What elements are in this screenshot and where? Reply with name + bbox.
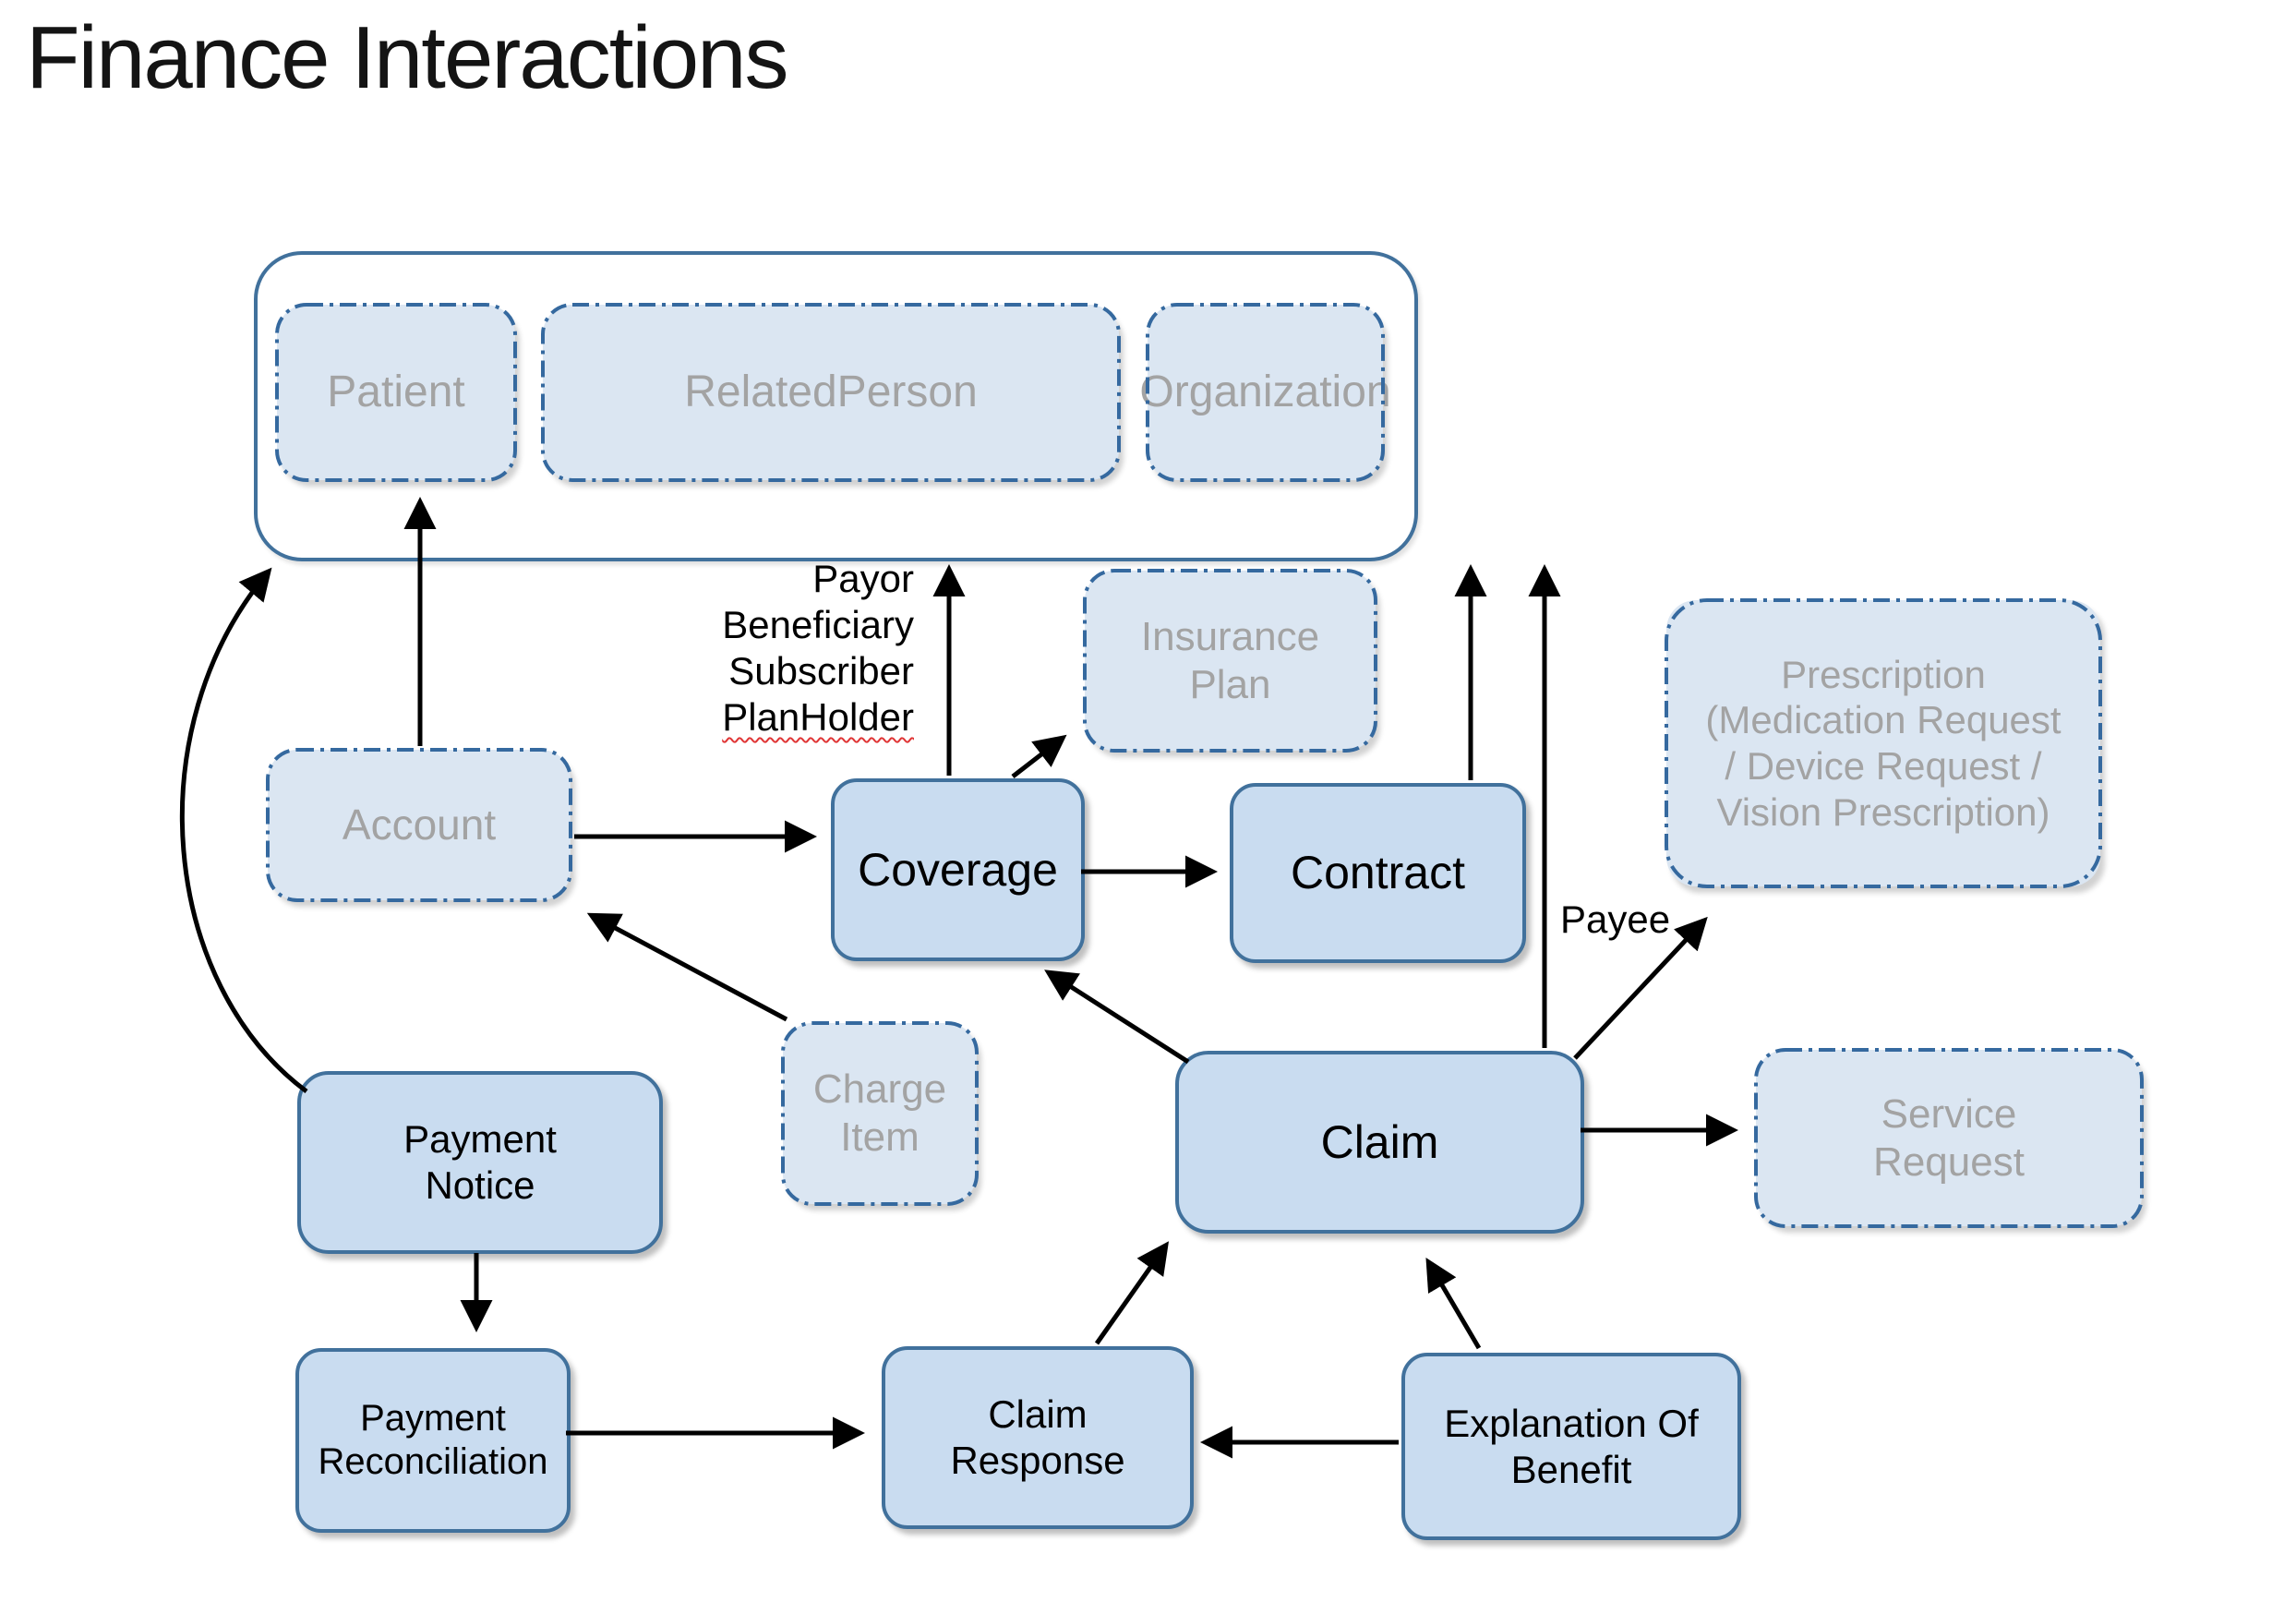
node-label-line: Claim [988, 1392, 1088, 1437]
node-label-line: Contract [1291, 847, 1465, 898]
arrow-claim-to-prescription [1573, 916, 1708, 1060]
node-label-line: Insurance [1140, 613, 1320, 659]
node-label-line: Response [950, 1439, 1125, 1482]
node-label-line: Payment [360, 1397, 506, 1439]
arrow-coverage-to-insurance-plan [1011, 734, 1067, 778]
arrow-claim-to-coverage [1044, 970, 1190, 1065]
node-label-line: Charge [812, 1066, 947, 1113]
relationship-arrows [179, 497, 1738, 1459]
node-label-line: Request [1873, 1138, 2025, 1185]
related-person-node: RelatedPerson [543, 305, 1119, 480]
arrow-charge-item-to-account [586, 912, 788, 1022]
node-label-line: Payment [403, 1117, 557, 1162]
contract-node: Contract [1230, 783, 1526, 963]
node-label-line: Benefit [1510, 1447, 1632, 1491]
payee-edge-label: Payee [1560, 897, 1671, 941]
node-label-line: (Medication Request [1705, 698, 2062, 742]
node-label-line: Explanation Of [1444, 1401, 1699, 1445]
node-label-line: Prescription [1781, 652, 1986, 696]
prescription-node: Prescription(Medication Request/ Device … [1666, 600, 2100, 886]
node-label-line: Vision Prescription) [1716, 789, 2050, 834]
node-label-line: Plan [1189, 661, 1271, 707]
coverage-roles-label: Payor Beneficiary Subscriber PlanHolder [722, 556, 914, 741]
arrow-claim-response-to-claim [1094, 1241, 1170, 1345]
node-label-line: Patient [327, 367, 465, 416]
node-label-line: Service [1881, 1090, 2017, 1137]
node-label-line: Organization [1139, 367, 1391, 416]
organization-node: Organization [1139, 305, 1391, 480]
node-label-line: / Device Request / [1725, 744, 2042, 788]
coverage-node: Coverage [831, 778, 1085, 961]
patient-node: Patient [277, 305, 515, 480]
node-label-line: Item [840, 1114, 920, 1160]
node-label-line: Coverage [858, 843, 1058, 896]
account-node: Account [268, 750, 571, 900]
node-label-line: Claim [1320, 1115, 1439, 1168]
claim-node: Claim [1175, 1051, 1584, 1234]
page-title: Finance Interactions [26, 8, 788, 107]
coverage-role-payor: Payor [812, 557, 914, 600]
node-label-line: Reconciliation [318, 1441, 548, 1482]
node-label-line: RelatedPerson [684, 367, 978, 416]
node-label-line: Notice [425, 1163, 535, 1207]
coverage-role-planholder: PlanHolder [722, 695, 914, 739]
coverage-role-beneficiary: Beneficiary [722, 603, 914, 646]
node-label-line: Account [342, 801, 497, 849]
coverage-role-subscriber: Subscriber [728, 649, 914, 693]
arrow-eob-to-claim [1425, 1257, 1482, 1350]
